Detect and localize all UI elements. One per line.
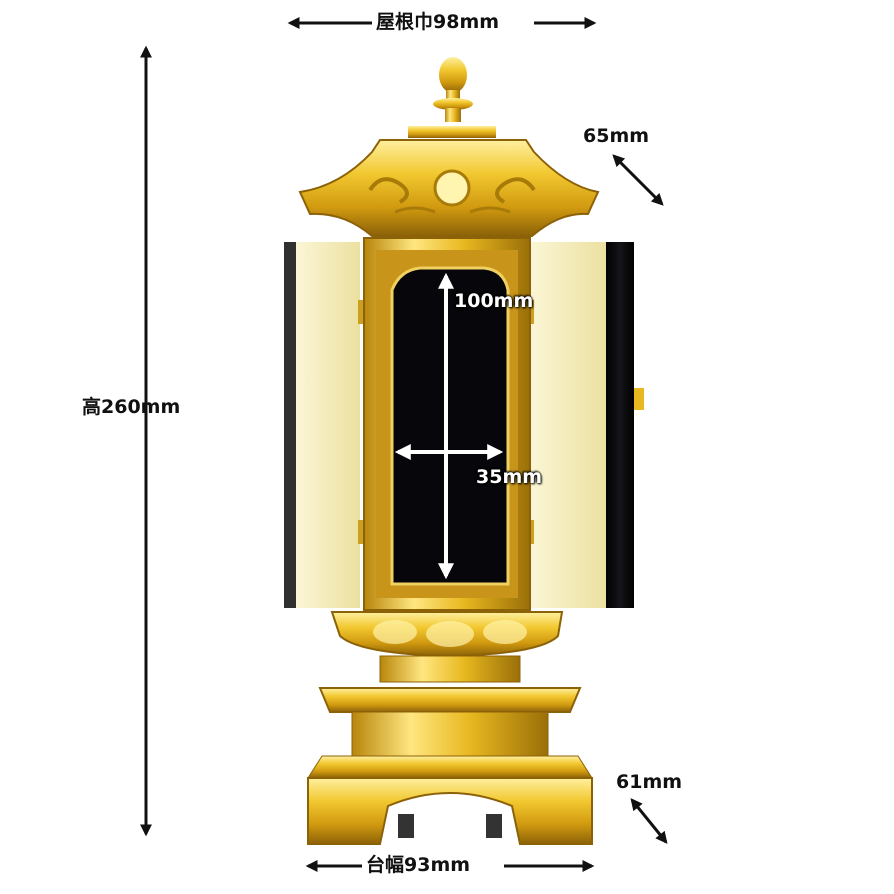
roof-width-label: 屋根巾98mm (372, 13, 504, 32)
base (307, 687, 593, 845)
roof-depth-label: 65mm (583, 125, 650, 147)
inner-height-label: 100mm (454, 290, 534, 312)
base-width-label: 台幅93mm (362, 856, 475, 875)
finial (433, 57, 473, 122)
left-door (284, 242, 364, 608)
base-depth-arrow (630, 798, 668, 844)
roof (298, 126, 600, 237)
height-label: 高260mm (82, 396, 181, 418)
roof-depth-arrow (612, 154, 664, 206)
base-depth-label: 61mm (616, 771, 683, 793)
right-door (528, 242, 644, 608)
lotus-pedestal (330, 611, 564, 683)
inner-width-label: 35mm (476, 466, 543, 488)
